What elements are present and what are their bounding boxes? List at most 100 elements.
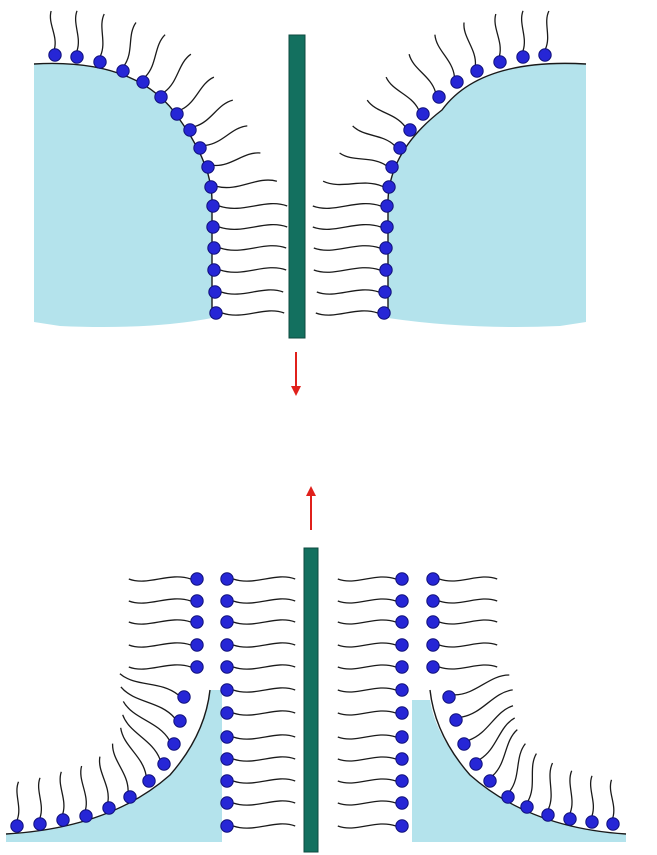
hydrophobic-tail	[123, 715, 160, 760]
hydrophobic-tail	[338, 779, 396, 783]
hydrophobic-tail	[113, 744, 129, 792]
surfactant-molecule	[323, 181, 395, 193]
water-region-left	[34, 63, 212, 327]
hydrophobic-tail	[353, 126, 395, 145]
hydrophilic-head	[494, 56, 506, 68]
hydrophilic-head	[396, 820, 408, 832]
hydrophilic-head	[427, 573, 439, 585]
hydrophilic-head	[502, 791, 514, 803]
surfactant-molecule	[221, 573, 295, 585]
surfactant-molecule	[313, 200, 393, 212]
water-region-right	[388, 63, 586, 327]
surfactant-molecule	[129, 573, 203, 585]
surfactant-molecule	[314, 242, 392, 254]
hydrophilic-head	[34, 818, 46, 830]
hydrophobic-tail	[233, 665, 295, 669]
hydrophilic-head	[586, 816, 598, 828]
hydrophilic-head	[221, 797, 233, 809]
surfactant-molecule	[194, 126, 248, 154]
surfactant-molecule	[338, 661, 408, 673]
hydrophobic-tail	[439, 643, 497, 647]
hydrophobic-tail	[165, 54, 191, 92]
surfactant-molecule	[129, 639, 203, 651]
hydrophobic-tail	[129, 620, 191, 624]
hydrophobic-tail	[409, 54, 435, 92]
surfactant-molecule	[49, 11, 61, 61]
hydrophilic-head	[381, 200, 393, 212]
hydrophobic-tail	[217, 180, 277, 188]
hydrophobic-tail	[338, 757, 396, 761]
surfactant-molecule	[11, 782, 23, 832]
bottom-panel	[6, 548, 626, 852]
surfactant-molecule	[464, 23, 483, 78]
hydrophilic-head	[191, 595, 203, 607]
surfactant-molecule	[129, 661, 203, 673]
surfactant-molecule	[338, 639, 408, 651]
hydrophobic-tail	[338, 735, 396, 739]
up-arrow	[306, 486, 316, 530]
surfactant-molecule	[427, 573, 497, 585]
hydrophobic-tail	[439, 665, 497, 669]
surfactant-molecule	[435, 35, 463, 89]
surfactant-molecule	[409, 54, 445, 103]
hydrophilic-head	[221, 573, 233, 585]
hydrophilic-head	[396, 573, 408, 585]
surfactant-molecule	[517, 11, 529, 63]
hydrophobic-tail	[340, 153, 386, 165]
surfactant-molecule	[205, 180, 277, 193]
surfactant-molecule	[338, 797, 408, 809]
hydrophobic-tail	[313, 225, 381, 230]
hydrophilic-head	[396, 661, 408, 673]
hydrophobic-tail	[233, 643, 295, 647]
hydrophilic-head	[194, 142, 206, 154]
surfactant-molecule	[427, 616, 497, 628]
top-panel	[34, 11, 586, 338]
hydrophobic-tail	[50, 11, 55, 49]
hydrophilic-head	[210, 307, 222, 319]
hydrophilic-head	[471, 65, 483, 77]
hydrophobic-tail	[233, 824, 295, 828]
hydrophilic-head	[396, 684, 408, 696]
hydrophilic-head	[221, 731, 233, 743]
hydrophobic-tail	[386, 77, 419, 110]
hydrophobic-tail	[338, 801, 396, 805]
hydrophilic-head	[396, 595, 408, 607]
surfactant-molecule	[113, 744, 137, 804]
arrow-head	[291, 386, 301, 396]
surfactant-molecule	[129, 595, 203, 607]
hydrophilic-head	[221, 616, 233, 628]
surfactant-molecule	[209, 286, 283, 298]
hydrophobic-tail	[439, 577, 497, 581]
hydrophobic-tail	[120, 674, 178, 695]
surfactant-molecule	[338, 616, 408, 628]
surfactant-molecule	[171, 77, 214, 120]
hydrophilic-head	[174, 715, 186, 727]
surfactant-molecule	[494, 14, 506, 68]
hydrophilic-head	[207, 221, 219, 233]
hydrophobic-tail	[439, 599, 497, 603]
hydrophobic-tail	[455, 675, 510, 695]
hydrophobic-tail	[233, 599, 295, 603]
hydrophobic-tail	[528, 754, 536, 801]
hydrophilic-head	[396, 753, 408, 765]
hydrophilic-head	[221, 753, 233, 765]
hydrophobic-tail	[317, 290, 379, 294]
hydrophobic-tail	[495, 14, 500, 56]
hydrophobic-tail	[222, 311, 284, 315]
surfactant-molecule	[564, 771, 576, 825]
hydrophobic-tail	[219, 225, 287, 230]
hydrophilic-head	[564, 813, 576, 825]
hydrophilic-head	[207, 200, 219, 212]
hydrophilic-head	[191, 639, 203, 651]
hydrophobic-tail	[233, 577, 295, 581]
surfactant-molecule	[443, 675, 510, 703]
surfactant-molecule	[367, 100, 416, 136]
hydrophobic-tail	[338, 824, 396, 828]
hydrophilic-head	[380, 242, 392, 254]
hydrophilic-head	[178, 691, 190, 703]
surfactant-molecule	[586, 776, 598, 828]
hydrophobic-tail	[100, 757, 109, 802]
hydrophilic-head	[396, 731, 408, 743]
surfactant-molecule	[210, 307, 284, 319]
